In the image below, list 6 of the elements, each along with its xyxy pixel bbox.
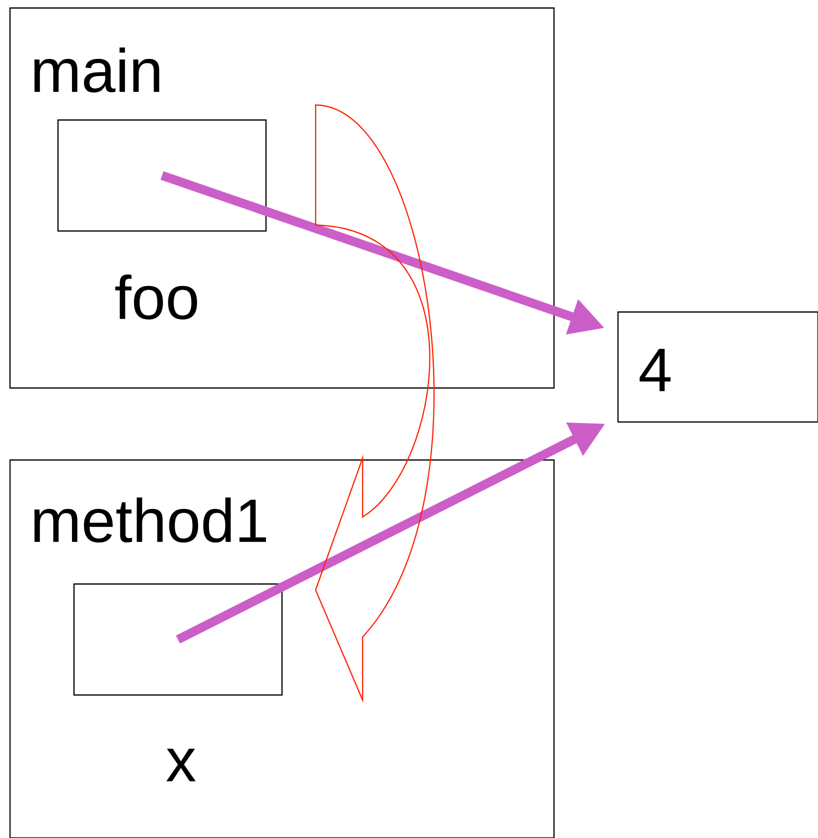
curved-block-arrow (315, 104, 434, 701)
variable-name: foo (115, 274, 198, 320)
value-box: 4 (617, 311, 818, 423)
variable-box (57, 119, 267, 232)
variable-box (73, 583, 283, 696)
variable-name: x (166, 748, 196, 782)
